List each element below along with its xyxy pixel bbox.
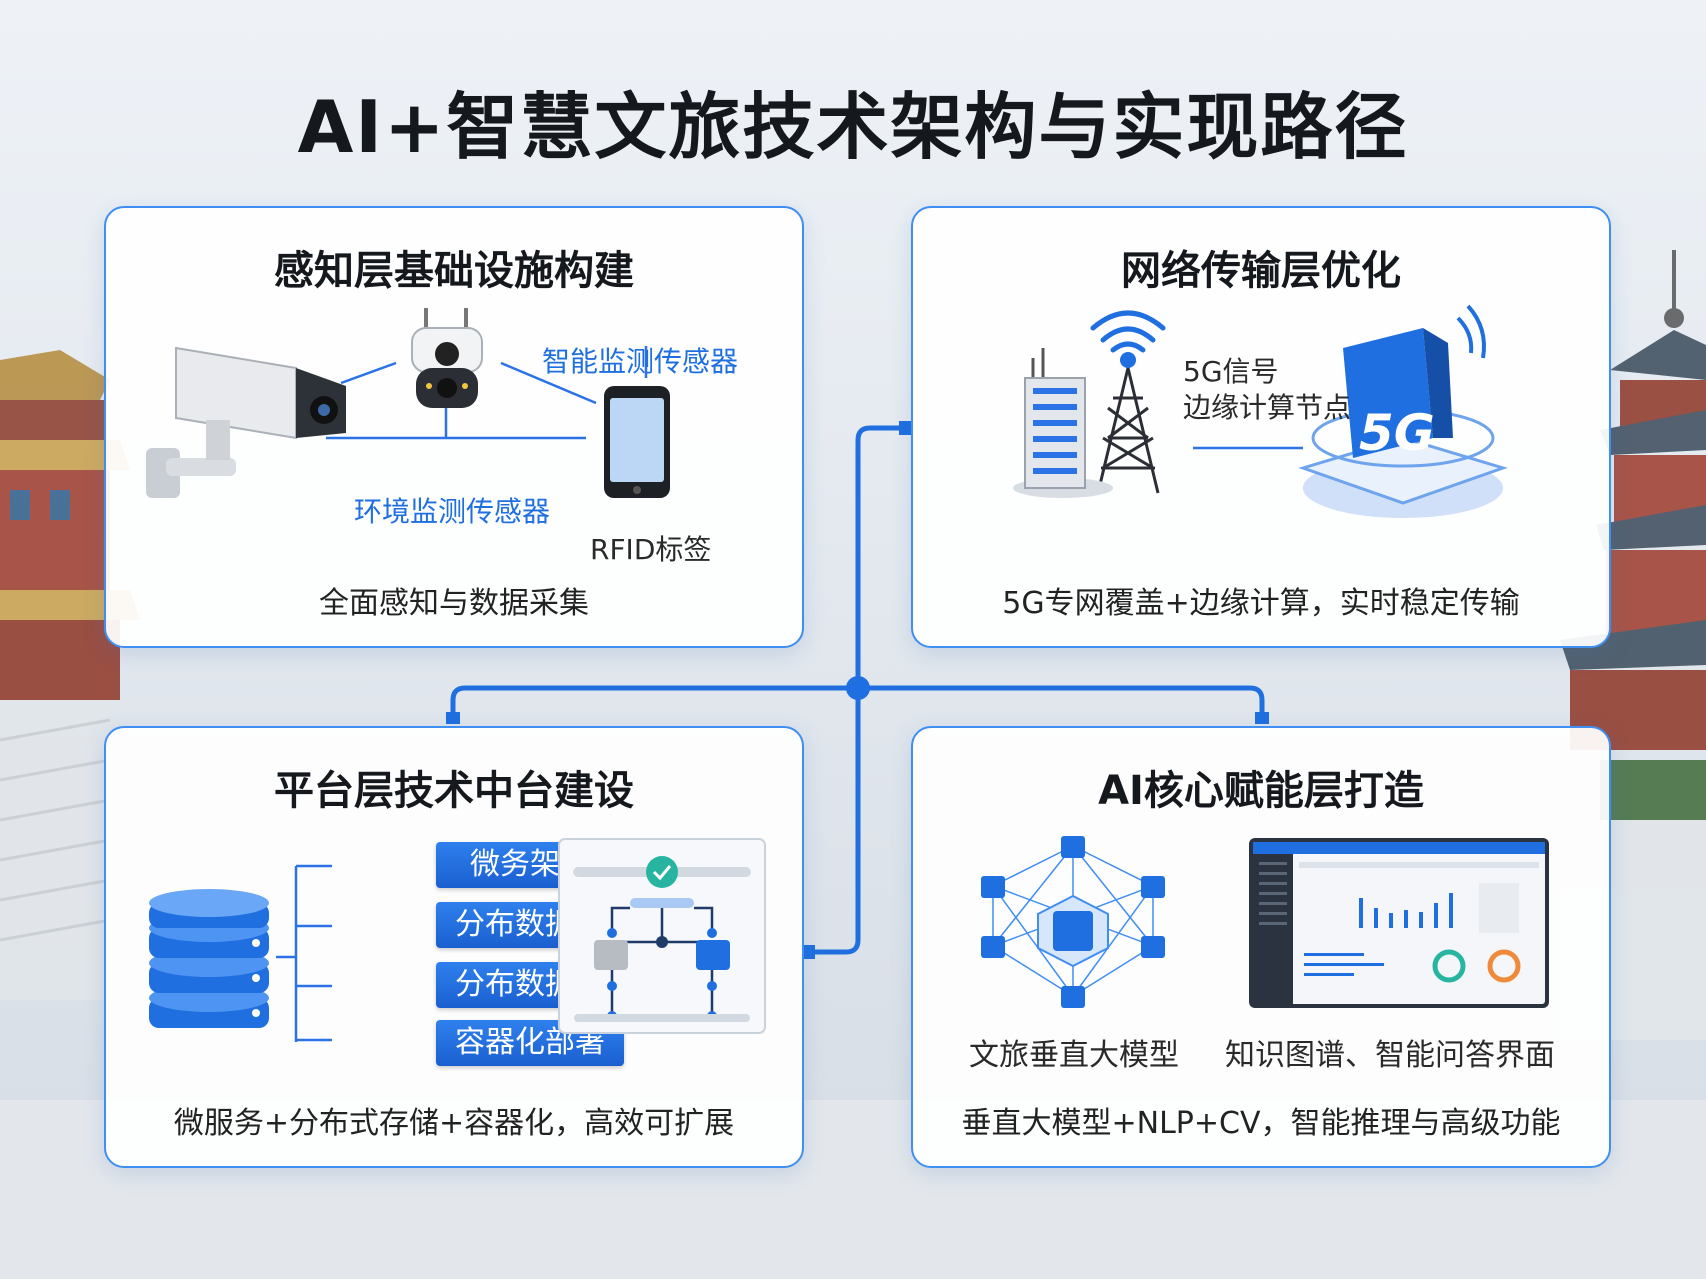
label-rfid: RFID标签 (590, 533, 712, 566)
panel-platform-layer: 平台层技术中台建设 微务架构 分布数据库 分布数据库 容器化部署 (104, 726, 804, 1168)
dashboard-screenshot (1249, 838, 1549, 1008)
cell-tower-icon (1096, 352, 1160, 494)
panel-title: 网络传输层优化 (1121, 248, 1401, 294)
database-icon (149, 889, 269, 1028)
panel-perception-layer: 感知层基础设施构建 (104, 206, 804, 648)
panel-caption: 全面感知与数据采集 (319, 586, 589, 621)
dome-camera-icon (411, 308, 483, 408)
panel-title: AI核心赋能层打造 (1098, 768, 1424, 814)
network-illustration (1013, 304, 1508, 518)
label-smart-sensor: 智能监测传感器 (542, 345, 739, 378)
rfid-phone-icon (604, 386, 670, 498)
bullet-camera-icon (146, 346, 346, 498)
panel-title: 平台层技术中台建设 (274, 768, 634, 814)
panel-caption: 垂直大模型+NLP+CV，智能推理与高级功能 (961, 1106, 1561, 1141)
panel-ai-layer: AI核心赋能层打造 (911, 726, 1611, 1168)
label-kg-qa-ui: 知识图谱、智能问答界面 (1225, 1038, 1555, 1073)
label-5g-signal: 5G信号 (1183, 355, 1279, 388)
left-palace-building (0, 350, 140, 1000)
page-title: AI+智慧文旅技术架构与实现路径 (297, 85, 1409, 169)
panel-caption: 5G专网覆盖+边缘计算，实时稳定传输 (1002, 586, 1520, 621)
label-env-sensor: 环境监测传感器 (354, 495, 551, 528)
perception-illustration (146, 308, 670, 498)
5g-platform-icon (1298, 304, 1508, 518)
bracket-lines (276, 864, 332, 1042)
panel-title: 感知层基础设施构建 (274, 248, 634, 294)
panel-caption: 微服务+分布式存储+容器化，高效可扩展 (173, 1106, 735, 1141)
label-edge-node: 边缘计算节点 (1183, 391, 1352, 424)
workflow-diagram-card (558, 838, 766, 1034)
panel-network-layer: 网络传输层优化 (911, 206, 1611, 648)
ai-model-network-icon (981, 836, 1165, 1008)
5g-badge-text: 5G (1359, 404, 1435, 462)
wifi-signal-icon (1090, 310, 1166, 353)
edge-server-icon (1013, 348, 1113, 498)
connector-hub (846, 676, 870, 700)
label-vertical-model: 文旅垂直大模型 (969, 1038, 1179, 1073)
